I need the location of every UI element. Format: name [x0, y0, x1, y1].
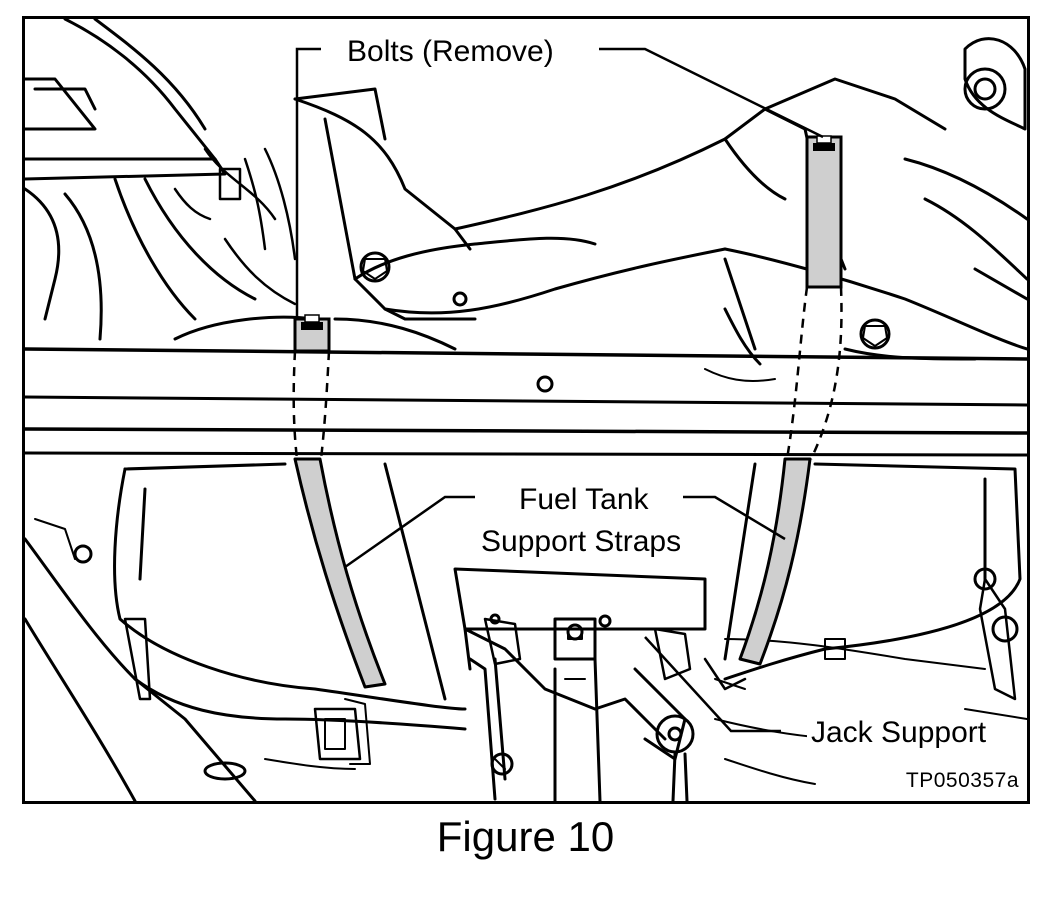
straps-callout-line1: Fuel Tank	[515, 485, 653, 515]
figure-frame: Bolts (Remove) Fuel Tank Support Straps …	[22, 16, 1030, 804]
figure-caption: Figure 10	[436, 813, 615, 860]
bolts-callout: Bolts (Remove)	[343, 37, 558, 67]
figure-code: TP050357a	[903, 769, 1021, 792]
fuel-tank-illustration	[25, 19, 1027, 801]
jack-support-callout: Jack Support	[807, 718, 991, 748]
straps-callout-line2: Support Straps	[477, 527, 686, 557]
